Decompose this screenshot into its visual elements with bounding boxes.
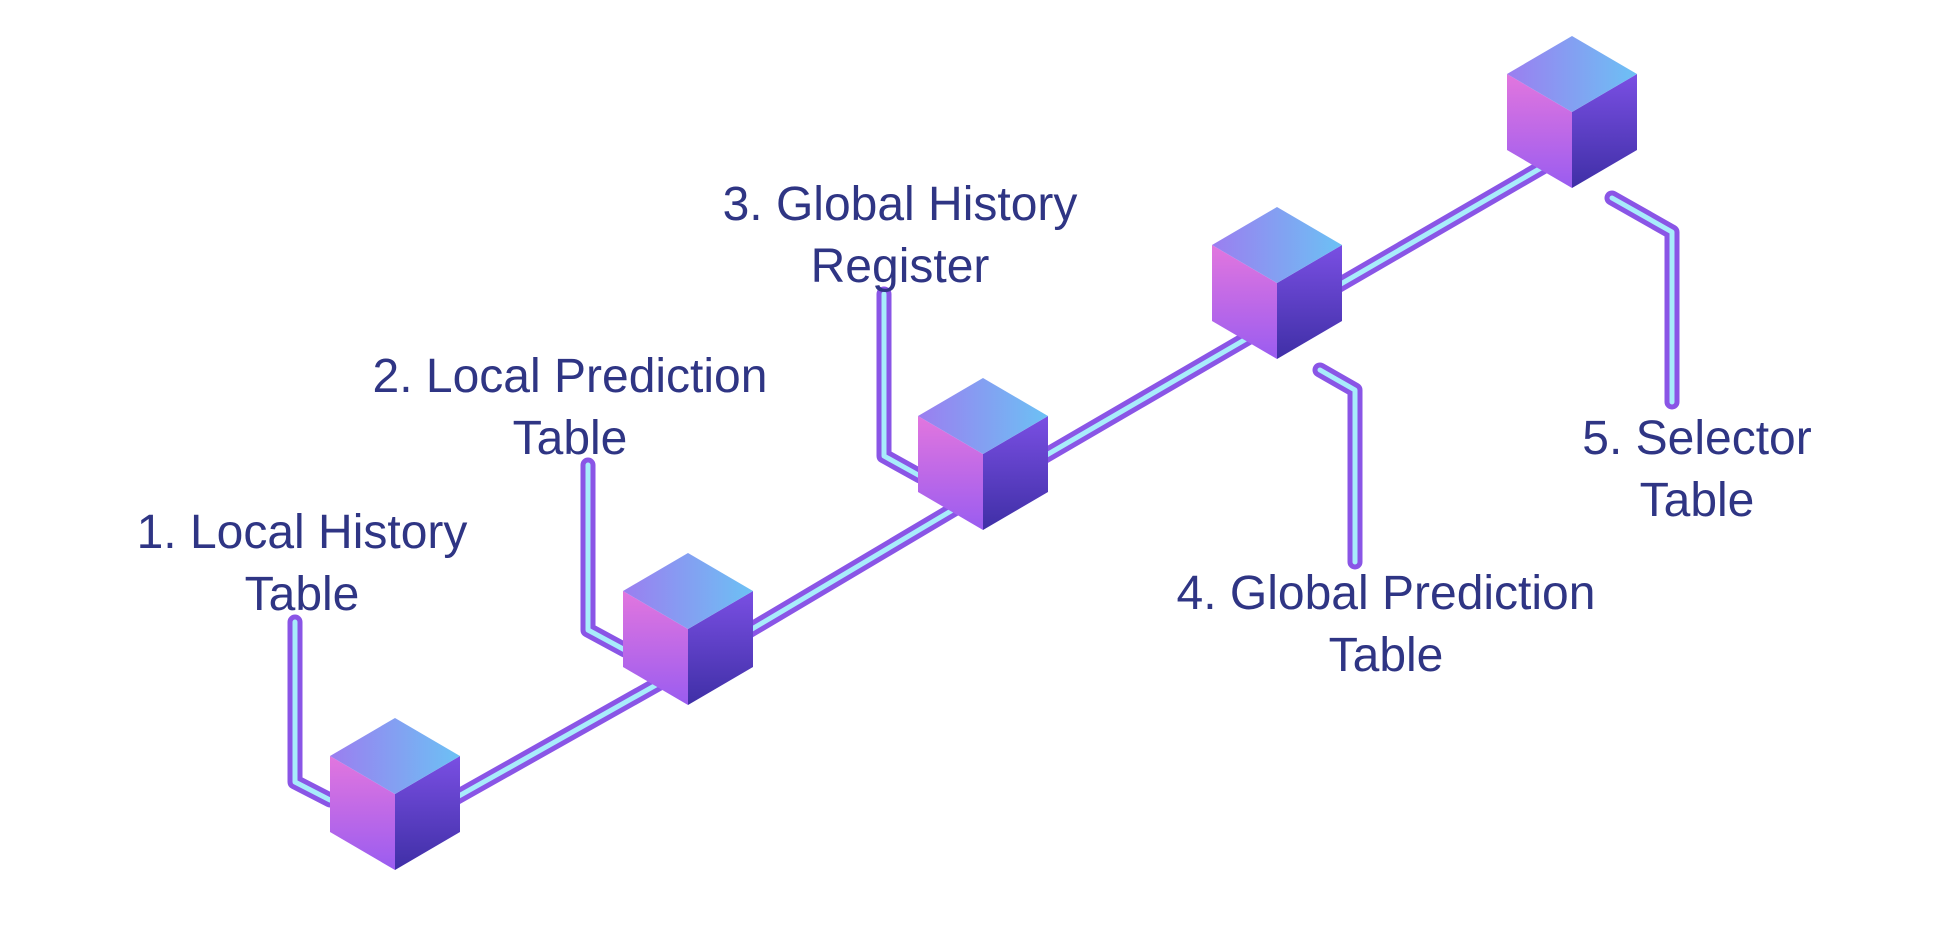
- leader-wire-3-core: [881, 291, 923, 479]
- cube-top-face: [1507, 36, 1637, 112]
- label-line: 4. Global Prediction: [1176, 567, 1596, 620]
- cube-top-face: [918, 378, 1048, 454]
- label-line: 5. Selector: [1582, 412, 1812, 465]
- leader-wire-3: [876, 286, 928, 484]
- leader-wire-2-core: [585, 462, 628, 653]
- leader-wire-5-core: [1609, 195, 1675, 405]
- label-line: Table: [1328, 629, 1444, 682]
- label-line: Table: [244, 568, 360, 621]
- cube-local-prediction-table: [623, 553, 753, 705]
- label-line: 1. Local History: [136, 506, 468, 559]
- label-selector-table: 5. Selector Table: [1582, 408, 1811, 532]
- label-line: Table: [512, 412, 628, 465]
- label-line: Register: [810, 240, 990, 293]
- label-line: 2. Local Prediction: [372, 350, 768, 403]
- cube-top-face: [1212, 207, 1342, 283]
- cube-selector-table: [1507, 36, 1637, 188]
- cube-nodes: [330, 36, 1637, 870]
- cube-global-prediction-table: [1212, 207, 1342, 359]
- leader-wire-4: [1312, 362, 1363, 570]
- label-global-prediction-table: 4. Global Prediction Table: [1177, 563, 1596, 687]
- label-global-history-register: 3. Global History Register: [723, 174, 1078, 298]
- cube-local-history-table: [330, 718, 460, 870]
- leader-wire-2: [580, 457, 633, 658]
- cube-top-face: [330, 718, 460, 794]
- cube-top-face: [623, 553, 753, 629]
- leader-wire-4-core: [1317, 367, 1358, 565]
- leader-wire-1: [287, 614, 338, 808]
- label-local-prediction-table: 2. Local Prediction Table: [373, 346, 768, 470]
- cube-global-history-register: [918, 378, 1048, 530]
- label-local-history-table: 1. Local History Table: [137, 502, 468, 626]
- leader-wire-1-core: [292, 619, 333, 803]
- label-line: Table: [1639, 474, 1755, 527]
- label-line: 3. Global History: [722, 178, 1078, 231]
